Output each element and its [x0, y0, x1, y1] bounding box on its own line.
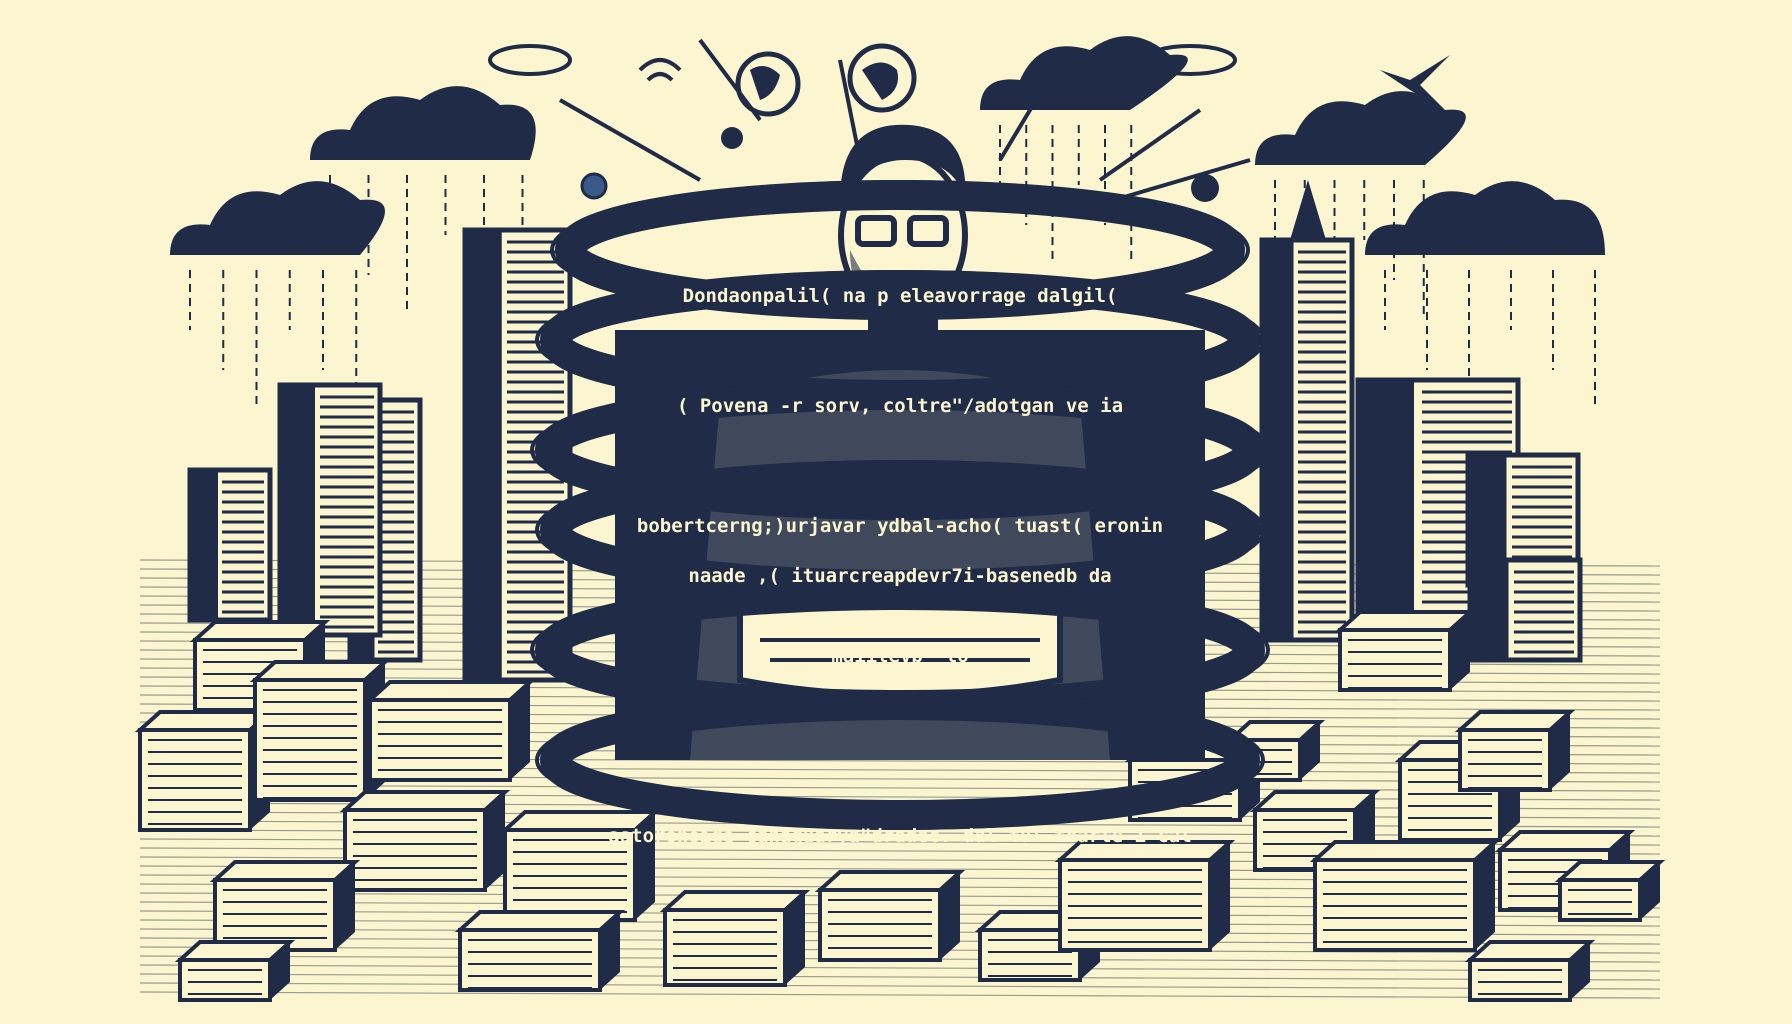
server-box: [663, 908, 787, 987]
swirl-icon: [1143, 44, 1237, 76]
box-side: [635, 812, 655, 920]
box-top: [134, 710, 276, 732]
box-top: [1249, 790, 1381, 812]
code-ring: [535, 380, 1265, 520]
bird-icon: [1380, 55, 1450, 110]
wifi-icon: [638, 58, 682, 82]
box-top: [1494, 830, 1636, 852]
ring-outline: [550, 180, 1250, 320]
box-side: [1300, 722, 1320, 780]
code-ring: [540, 690, 1260, 830]
box-side: [1570, 942, 1590, 1000]
globe-icon: [847, 43, 917, 113]
box-top: [339, 790, 511, 812]
ring-code-text: bobertcerng;)urjavar ydbal-acho( tuast( …: [637, 515, 1163, 537]
tower-spire: [1290, 180, 1326, 240]
box-top: [1464, 940, 1596, 962]
box-side: [510, 682, 530, 780]
globe-icon: [735, 51, 801, 117]
swirl-icon: [488, 44, 572, 76]
server-box: [343, 808, 487, 892]
ring-code-text: aatoronoige canaguarya"dradec. dal tul t…: [608, 825, 1191, 847]
box-side: [1475, 842, 1495, 950]
ring-code-text: maiitevp" lo: [831, 645, 968, 667]
box-side: [600, 912, 620, 990]
ray: [998, 58, 1062, 162]
box-side: [335, 862, 355, 950]
sky-icons: [488, 43, 1450, 202]
node-dot: [721, 127, 743, 149]
ring-outline: [535, 690, 1265, 830]
code-rings: Dondaonpalil( na p eleavorrage dalgil( ( …: [530, 180, 1270, 847]
server-box: [368, 698, 512, 782]
box-top: [209, 860, 361, 882]
cloud: [1365, 181, 1605, 255]
box-top: [364, 680, 536, 702]
box-side: [270, 942, 290, 1000]
box-top: [659, 890, 811, 912]
box-top: [1309, 840, 1501, 862]
box-side: [940, 872, 960, 960]
box-top: [814, 870, 966, 892]
box-side: [1550, 712, 1570, 790]
clouds: [170, 36, 1605, 410]
cloud: [1255, 91, 1466, 165]
ring-code-text: ( Povena -r sorv, coltre"/adotgan ve ia: [677, 395, 1123, 417]
ray: [1098, 108, 1202, 182]
code-ring: [555, 180, 1245, 320]
box-side: [785, 892, 805, 985]
server-boxes: [134, 610, 1666, 1002]
cloud: [310, 86, 536, 160]
hair: [840, 124, 966, 200]
ray: [559, 98, 701, 182]
ray: [698, 38, 762, 122]
server-box: [253, 678, 367, 802]
ring-code-text: Dondaonpalil( na p eleavorrage dalgil(: [683, 285, 1118, 307]
box-side: [1210, 842, 1230, 950]
ring-code-text: naade ,( ituarcreapdevr7i-basenedb da: [688, 565, 1111, 587]
cloud: [170, 181, 385, 255]
box-top: [249, 660, 391, 682]
box-top: [189, 620, 331, 642]
server-box: [138, 728, 252, 832]
box-side: [1640, 862, 1660, 920]
cloud: [980, 36, 1188, 110]
box-side: [1450, 612, 1470, 690]
box-side: [485, 792, 505, 890]
glasses: [855, 215, 897, 247]
ring-outline: [530, 380, 1270, 520]
buildings: [187, 180, 1583, 683]
box-top: [454, 910, 626, 932]
box-top: [1334, 610, 1476, 632]
